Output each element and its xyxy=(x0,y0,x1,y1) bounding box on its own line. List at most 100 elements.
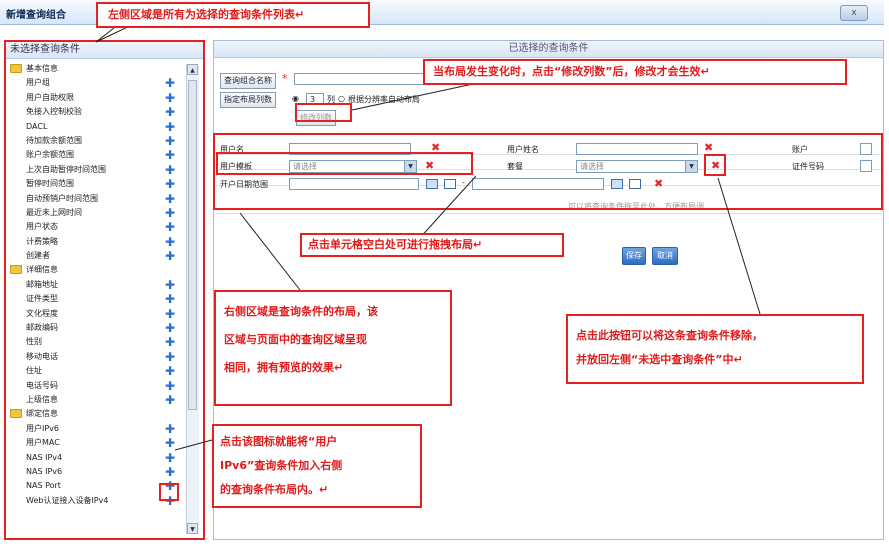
plus-icon[interactable]: ✚ xyxy=(165,119,176,134)
callout-line: 区域与页面中的查询区域呈现 xyxy=(224,333,367,346)
calendar-icon[interactable] xyxy=(426,179,438,189)
plus-icon[interactable]: ✚ xyxy=(165,220,176,235)
callout-line: 点击此按钮可以将这条查询条件移除， xyxy=(576,329,763,342)
plus-icon[interactable]: ✚ xyxy=(165,378,176,393)
layout-columns-label: 指定布局列数 xyxy=(220,92,276,108)
callout-remove: 点击此按钮可以将这条查询条件移除， 并放回左侧“未选中查询条件”中↵ xyxy=(566,314,864,384)
user-template-select[interactable]: 请选择 ▼ xyxy=(289,160,417,173)
callout-line: 并放回左侧“未选中查询条件”中↵ xyxy=(576,353,743,366)
save-button[interactable]: 保存 xyxy=(622,247,646,265)
tree-item-label: NAS Port xyxy=(26,481,61,491)
plus-icon[interactable]: ✚ xyxy=(165,148,176,163)
calendar-icon[interactable] xyxy=(611,179,623,189)
account-label: 账户 xyxy=(792,145,808,154)
plus-icon[interactable]: ✚ xyxy=(165,191,176,206)
tree-item-label: 邮政编码 xyxy=(26,323,58,333)
tree-item: 自动预销户时间范围✚ xyxy=(10,192,180,206)
date-separator: - xyxy=(462,178,465,187)
plus-icon[interactable]: ✚ xyxy=(165,479,176,494)
tree-group[interactable]: 绑定信息 xyxy=(10,407,180,421)
plus-icon[interactable]: ✚ xyxy=(165,306,176,321)
drop-hint: 可以将查询条件拖至此处，方便布局调 xyxy=(568,202,704,211)
left-pane: 未选择查询条件 基本信息用户组✚用户自助权限✚免接入控制校验✚DACL✚待加款余… xyxy=(4,40,205,540)
callout-drag: 点击单元格空白处可进行拖拽布局↵ xyxy=(300,233,564,257)
plus-icon[interactable]: ✚ xyxy=(165,335,176,350)
scroll-down-button[interactable]: ▼ xyxy=(187,523,198,534)
remove-open-date-icon[interactable]: ✖ xyxy=(654,177,664,190)
tree-item-label: 待加款余额范围 xyxy=(26,135,82,145)
cancel-button[interactable]: 取消 xyxy=(652,247,678,265)
tree-item: 创建者✚ xyxy=(10,249,180,263)
id-number-label: 证件号码 xyxy=(792,162,824,171)
scrollbar[interactable]: ▲ ▼ xyxy=(186,64,199,534)
plus-icon[interactable]: ✚ xyxy=(165,249,176,264)
left-pane-header: 未选择查询条件 xyxy=(6,42,203,59)
scroll-thumb[interactable] xyxy=(188,80,197,410)
tree-item: 免接入控制校验✚ xyxy=(10,105,180,119)
callout-right-area: 右侧区域是查询条件的布局，该 区域与页面中的查询区域呈现 相同，拥有预览的效果↵ xyxy=(214,290,452,406)
account-input[interactable] xyxy=(860,143,872,155)
plus-icon[interactable]: ✚ xyxy=(165,292,176,307)
columns-radio[interactable]: ◉ xyxy=(292,94,299,103)
tree-item: 待加款余额范围 ✚ xyxy=(10,134,180,148)
highlight-add-ipv6 xyxy=(159,483,179,501)
tree-item: 邮政编码 ✚ xyxy=(10,321,180,335)
auto-layout-radio[interactable]: ○ xyxy=(338,94,345,103)
plus-icon[interactable]: ✚ xyxy=(165,450,176,465)
plus-icon[interactable]: ✚ xyxy=(165,177,176,192)
fullname-label: 用户姓名 xyxy=(507,145,539,154)
plus-icon[interactable]: ✚ xyxy=(165,105,176,120)
open-date-start-input[interactable] xyxy=(289,178,419,190)
plus-icon[interactable]: ✚ xyxy=(165,133,176,148)
plus-icon[interactable]: ✚ xyxy=(165,234,176,249)
plus-icon[interactable]: ✚ xyxy=(165,162,176,177)
remove-user-template-icon[interactable]: ✖ xyxy=(425,159,435,172)
tree-item: 暂停时间范围✚ xyxy=(10,177,180,191)
clear-date-icon[interactable] xyxy=(444,179,456,189)
plus-icon[interactable]: ✚ xyxy=(165,436,176,451)
callout-left-list: 左侧区域是所有为选择的查询条件列表↵ xyxy=(96,2,370,28)
folder-icon xyxy=(10,265,22,275)
open-date-end-input[interactable] xyxy=(472,178,604,190)
plus-icon[interactable]: ✚ xyxy=(165,364,176,379)
id-number-input[interactable] xyxy=(860,160,872,172)
window-title: 新增查询组合 xyxy=(6,10,66,21)
tree-item: 最近未上网时间✚ xyxy=(10,206,180,220)
clear-date-icon[interactable] xyxy=(629,179,641,189)
subscription-select[interactable]: 请选择 ▼ xyxy=(576,160,698,173)
highlight-remove-button xyxy=(704,154,726,176)
remove-fullname-icon[interactable]: ✖ xyxy=(704,141,714,154)
plus-icon[interactable]: ✚ xyxy=(165,349,176,364)
fullname-input[interactable] xyxy=(576,143,698,155)
callout-layout-change: 当布局发生变化时，点击“修改列数”后，修改才会生效↵ xyxy=(423,59,847,85)
highlight-condition-area xyxy=(213,133,883,210)
plus-icon[interactable]: ✚ xyxy=(165,392,176,407)
plus-icon[interactable]: ✚ xyxy=(165,464,176,479)
scroll-up-button[interactable]: ▲ xyxy=(187,64,198,75)
tree-item-label: 用户状态 xyxy=(26,222,58,232)
plus-icon[interactable]: ✚ xyxy=(165,321,176,336)
plus-icon[interactable]: ✚ xyxy=(165,76,176,91)
plus-icon[interactable]: ✚ xyxy=(165,205,176,220)
tree-item: 用户状态 ✚ xyxy=(10,220,180,234)
remove-subscription-icon[interactable]: ✖ xyxy=(711,159,721,172)
tree-item: 用户自助权限 ✚ xyxy=(10,91,180,105)
tree-group[interactable]: 基本信息 xyxy=(10,62,180,76)
remove-username-icon[interactable]: ✖ xyxy=(431,141,441,154)
tree-group[interactable]: 详细信息 xyxy=(10,263,180,277)
folder-icon xyxy=(10,64,22,73)
plus-icon[interactable]: ✚ xyxy=(165,90,176,105)
grid-line xyxy=(216,213,882,214)
tree-item-label: 用户自助权限 xyxy=(26,92,74,102)
plus-icon[interactable]: ✚ xyxy=(165,421,176,436)
plus-icon[interactable]: ✚ xyxy=(165,277,176,292)
close-button[interactable]: x xyxy=(840,5,868,21)
tree-group-label: 详细信息 xyxy=(26,265,58,275)
tree-item: NAS IPv6 ✚ xyxy=(10,465,180,479)
condition-tree: 基本信息用户组✚用户自助权限✚免接入控制校验✚DACL✚待加款余额范围✚账户余额… xyxy=(10,62,180,508)
tree-item: 计费策略✚ xyxy=(10,235,180,249)
tree-item-label: NAS IPv6 xyxy=(26,466,63,476)
callout-line: IPv6”查询条件加入右侧 xyxy=(220,459,343,472)
tree-item: 上次自助暂停时间范围✚ xyxy=(10,163,180,177)
